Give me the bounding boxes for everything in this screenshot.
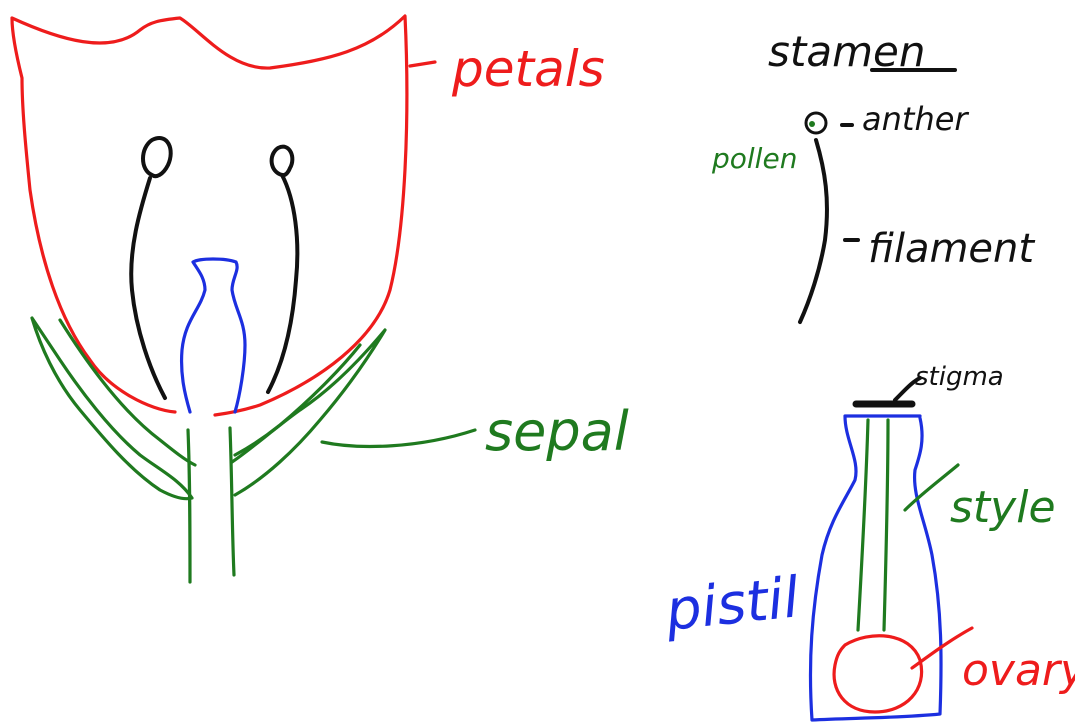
stem-right (228, 426, 236, 577)
label-petals: petals (451, 40, 605, 98)
style-line-2 (882, 418, 890, 632)
flower-pistil (179, 257, 247, 414)
filament-line (798, 138, 829, 324)
label-stigma: stigma (915, 362, 1004, 392)
ovary-circle (832, 634, 924, 714)
sepal-right (230, 328, 387, 497)
flower-drawing (10, 14, 477, 584)
stamen-left-filament (129, 176, 167, 400)
sepal-right-inner (233, 343, 362, 457)
pollen-dot (809, 121, 815, 127)
stamen-right-anther (269, 144, 295, 178)
style-line-1 (856, 418, 870, 632)
anther-circle (804, 111, 828, 135)
stigma-leader (893, 376, 922, 402)
label-ovary: ovary (962, 645, 1075, 696)
label-style: style (950, 482, 1056, 533)
label-sepal: sepal (485, 400, 629, 463)
ovary-leader (910, 626, 974, 670)
label-pistil: pistil (662, 565, 803, 644)
label-pollen: pollen (711, 142, 797, 175)
stamen-right-filament (266, 173, 300, 394)
label-filament: filament (868, 226, 1035, 272)
petals-outline (10, 14, 409, 417)
stamen-detail (798, 68, 957, 324)
stamen-left-anther (141, 136, 173, 179)
label-anther: anther (862, 100, 969, 138)
pistil-detail (808, 376, 974, 722)
stem-left (186, 428, 192, 584)
style-leader (903, 463, 960, 512)
sepal-leader (320, 428, 477, 449)
label-stamen: stamen (768, 27, 925, 76)
petals-leader (408, 60, 437, 68)
sepal-left (30, 316, 194, 501)
sepal-left-inner (58, 318, 197, 467)
